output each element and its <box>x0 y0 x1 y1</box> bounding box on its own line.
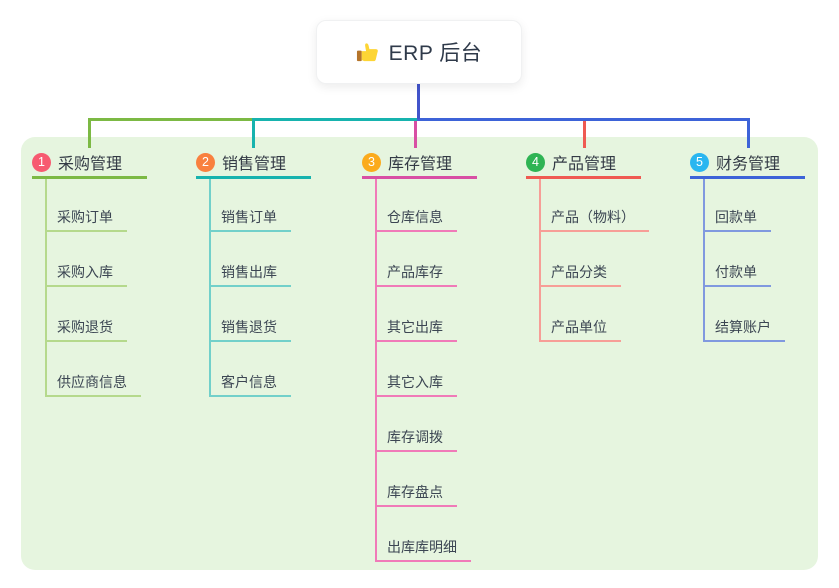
branch-number-badge: 5 <box>690 152 709 172</box>
node-sales-outbound[interactable]: 销售出库 <box>209 263 291 287</box>
branch-finance: 5 财务管理 回款单 付款单 结算账户 <box>690 0 830 588</box>
node-payment-bill[interactable]: 付款单 <box>703 263 771 287</box>
branch-title-label: 产品管理 <box>552 156 617 173</box>
connector-drop-product <box>583 118 586 148</box>
node-stock-taking[interactable]: 库存盘点 <box>375 483 457 507</box>
connector-drop-inventory <box>414 118 417 148</box>
connector-h-finance <box>417 118 750 121</box>
node-product-unit[interactable]: 产品单位 <box>539 318 621 342</box>
branch-number-badge: 2 <box>196 152 215 172</box>
node-purchase-return[interactable]: 采购退货 <box>45 318 127 342</box>
branch-children-line <box>539 179 541 341</box>
branch-title-product[interactable]: 4 产品管理 <box>526 151 616 173</box>
node-other-inbound[interactable]: 其它入库 <box>375 373 457 397</box>
node-stock-transfer[interactable]: 库存调拨 <box>375 428 457 452</box>
node-sales-order[interactable]: 销售订单 <box>209 208 291 232</box>
connector-drop-purchase <box>88 118 91 148</box>
branch-underline <box>526 176 641 179</box>
branch-underline <box>362 176 477 179</box>
node-purchase-inbound[interactable]: 采购入库 <box>45 263 127 287</box>
mindmap-panel <box>21 137 818 570</box>
branch-number-badge: 1 <box>32 152 51 172</box>
branch-title-label: 采购管理 <box>58 156 123 173</box>
branch-number-badge: 4 <box>526 152 545 172</box>
branch-sales: 2 销售管理 销售订单 销售出库 销售退货 客户信息 <box>196 0 336 588</box>
branch-title-finance[interactable]: 5 财务管理 <box>690 151 780 173</box>
branch-title-inventory[interactable]: 3 库存管理 <box>362 151 452 173</box>
branch-underline <box>690 176 805 179</box>
branch-children-line <box>703 179 705 341</box>
branch-title-label: 库存管理 <box>388 156 453 173</box>
node-product-category[interactable]: 产品分类 <box>539 263 621 287</box>
node-sales-return[interactable]: 销售退货 <box>209 318 291 342</box>
branch-title-label: 财务管理 <box>716 156 781 173</box>
branch-inventory: 3 库存管理 仓库信息 产品库存 其它出库 其它入库 库存调拨 库存盘点 出库库… <box>362 0 502 588</box>
branch-purchase: 1 采购管理 采购订单 采购入库 采购退货 供应商信息 <box>32 0 172 588</box>
node-warehouse-info[interactable]: 仓库信息 <box>375 208 457 232</box>
node-product-stock[interactable]: 产品库存 <box>375 263 457 287</box>
branch-underline <box>196 176 311 179</box>
node-supplier-info[interactable]: 供应商信息 <box>45 373 141 397</box>
connector-h-purchase <box>88 118 255 121</box>
root-node-label: ERP 后台 <box>388 42 483 65</box>
branch-product: 4 产品管理 产品（物料） 产品分类 产品单位 <box>526 0 666 588</box>
node-settlement-account[interactable]: 结算账户 <box>703 318 785 342</box>
node-receipt-bill[interactable]: 回款单 <box>703 208 771 232</box>
branch-underline <box>32 176 147 179</box>
node-other-outbound[interactable]: 其它出库 <box>375 318 457 342</box>
branch-title-purchase[interactable]: 1 采购管理 <box>32 151 122 173</box>
branch-number-badge: 3 <box>362 152 381 172</box>
connector-drop-sales <box>252 118 255 148</box>
branch-children-line <box>209 179 211 396</box>
connector-root-line <box>417 84 420 119</box>
branch-title-sales[interactable]: 2 销售管理 <box>196 151 286 173</box>
thumbs-up-icon <box>356 41 379 64</box>
node-customer-info[interactable]: 客户信息 <box>209 373 291 397</box>
branch-children-line <box>375 179 377 561</box>
connector-drop-finance <box>747 118 750 148</box>
connector-h-sales <box>252 118 419 121</box>
node-product-material[interactable]: 产品（物料） <box>539 208 649 232</box>
branch-children-line <box>45 179 47 396</box>
root-node-erp[interactable]: ERP 后台 <box>316 20 522 84</box>
node-purchase-order[interactable]: 采购订单 <box>45 208 127 232</box>
branch-title-label: 销售管理 <box>222 156 287 173</box>
node-outbound-detail[interactable]: 出库库明细 <box>375 538 471 562</box>
